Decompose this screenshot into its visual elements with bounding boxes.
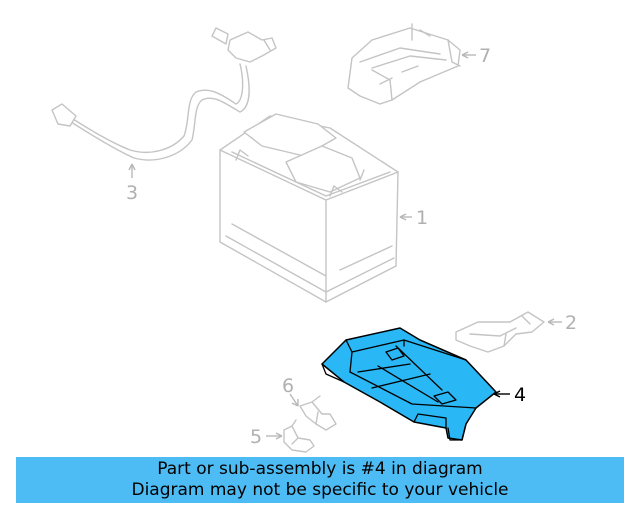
info-banner: Part or sub-assembly is #4 in diagram Di… [16, 457, 624, 503]
callout-2-label: 2 [565, 312, 577, 334]
callout-4: 4 [493, 384, 526, 406]
part-2-clamp [455, 311, 545, 353]
parts-diagram: 1 2 3 4 5 6 7 [51, 23, 577, 453]
part-1-battery [219, 113, 399, 303]
callout-4-label: 4 [514, 384, 526, 406]
callout-6: 6 [282, 375, 299, 407]
callout-7-label: 7 [479, 45, 491, 67]
callout-3: 3 [126, 163, 138, 204]
callout-5-label: 5 [250, 426, 262, 448]
callout-6-label: 6 [282, 375, 294, 397]
callout-1-label: 1 [416, 207, 428, 229]
banner-line-2: Diagram may not be specific to your vehi… [131, 480, 509, 500]
callout-1: 1 [399, 207, 428, 229]
part-3-cable [51, 27, 277, 161]
callout-7: 7 [461, 45, 491, 67]
callout-5: 5 [250, 426, 283, 448]
part-7-bracket [347, 23, 461, 105]
part-5-clip [283, 419, 315, 453]
banner-line-1: Part or sub-assembly is #4 in diagram [157, 459, 483, 479]
part-4-battery-tray[interactable] [321, 327, 497, 441]
callout-2: 2 [547, 312, 577, 334]
part-6-clip [299, 395, 337, 431]
callout-3-label: 3 [126, 182, 138, 204]
